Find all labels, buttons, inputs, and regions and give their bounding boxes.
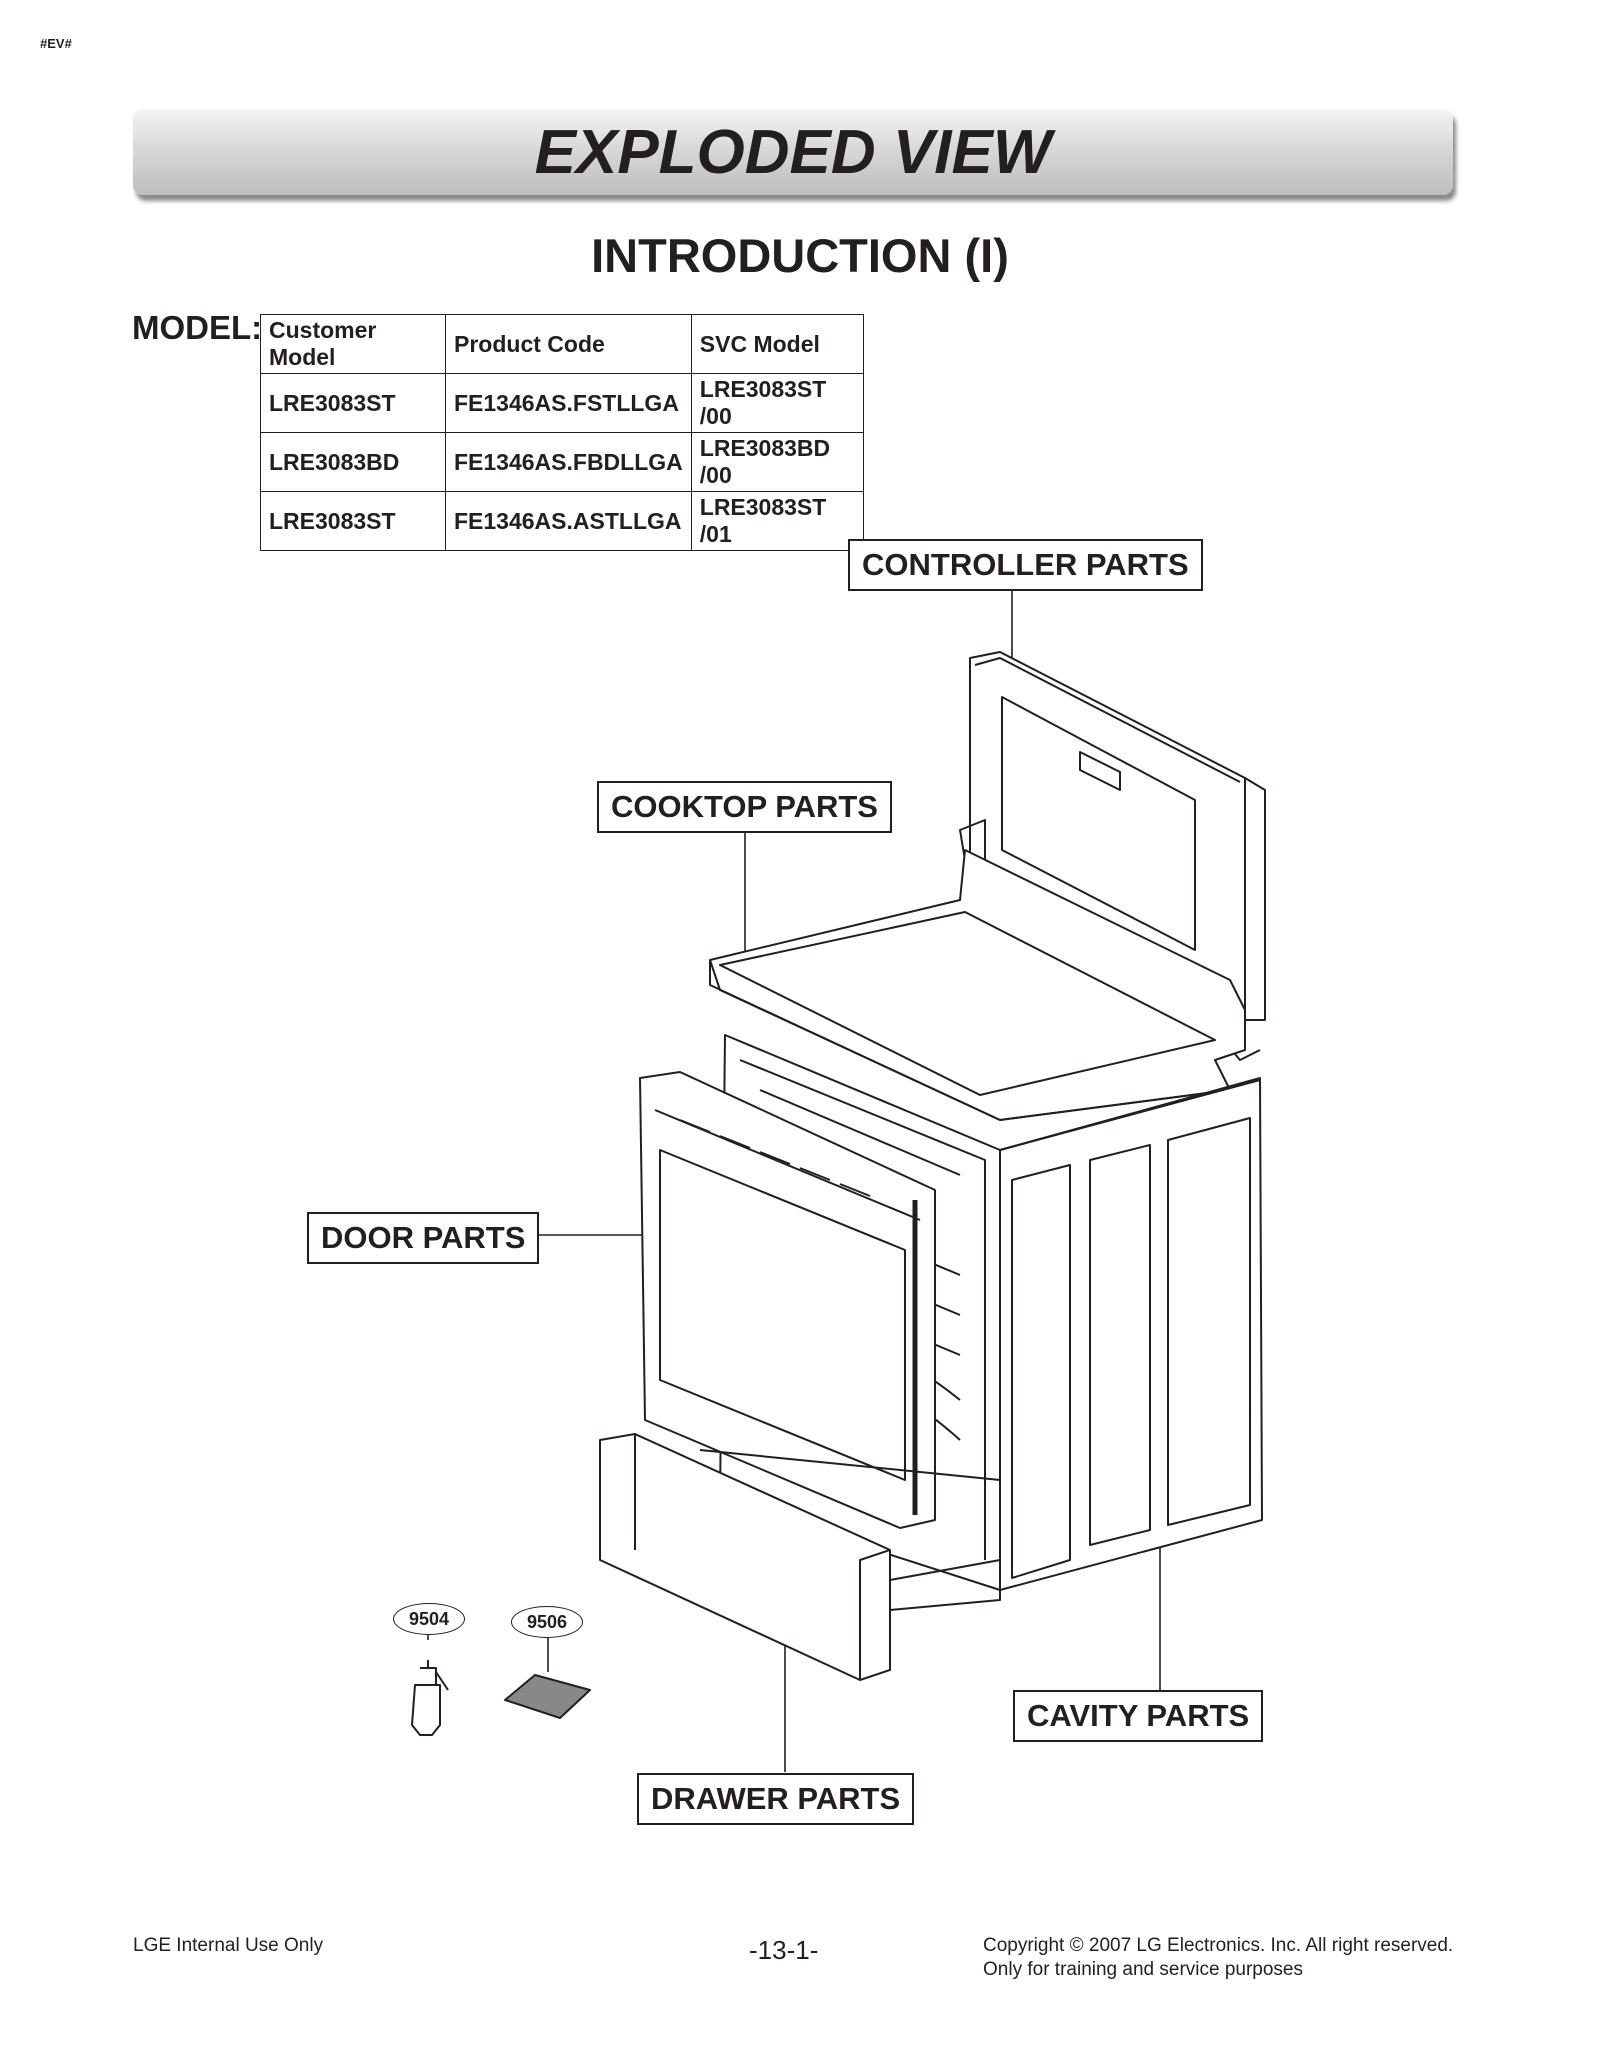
table-cell: LRE3083BD <box>260 432 446 492</box>
callout-cooktop-parts: COOKTOP PARTS <box>597 781 892 833</box>
table-cell: LRE3083ST /01 <box>690 491 864 551</box>
footer-copyright-line1: Copyright © 2007 LG Electronics. Inc. Al… <box>983 1935 1454 1956</box>
oven-door <box>639 1071 936 1529</box>
model-label: MODEL: <box>132 309 263 346</box>
cooktop <box>709 849 1246 1121</box>
scraper-pad-part <box>504 1674 591 1719</box>
corner-tag: #EV# <box>40 36 72 51</box>
callout-door-parts: DOOR PARTS <box>307 1212 540 1264</box>
section-banner: EXPLODED VIEW <box>133 109 1453 195</box>
column-header: SVC Model <box>690 314 864 374</box>
table-cell: FE1346AS.ASTLLGA <box>445 491 692 551</box>
spray-bottle-part <box>411 1660 449 1736</box>
model-table-header: Customer Model Product Code SVC Model <box>260 314 864 374</box>
table-cell: LRE3083ST /00 <box>690 373 864 433</box>
column-header: Customer Model <box>260 314 446 374</box>
model-table: Customer Model Product Code SVC Model LR… <box>260 314 864 551</box>
footer-copyright-line2: Only for training and service purposes <box>983 1959 1303 1980</box>
table-row: LRE3083BD FE1346AS.FBDLLGA LRE3083BD /00 <box>260 432 864 492</box>
callout-cavity-parts: CAVITY PARTS <box>1013 1690 1264 1742</box>
banner-title: EXPLODED VIEW <box>534 117 1052 187</box>
part-number-badge-9506: 9506 <box>511 1606 583 1638</box>
footer-internal-use: LGE Internal Use Only <box>133 1935 324 1956</box>
column-header: Product Code <box>445 314 692 374</box>
storage-drawer <box>599 1433 1001 1681</box>
part-number-badge-9504: 9504 <box>393 1603 465 1635</box>
callout-controller-parts: CONTROLLER PARTS <box>848 539 1203 591</box>
page-subtitle: INTRODUCTION (I) <box>591 229 1009 282</box>
table-cell: LRE3083ST <box>260 373 446 433</box>
callout-drawer-parts: DRAWER PARTS <box>637 1773 915 1825</box>
page-number: -13-1- <box>749 1935 819 1965</box>
table-cell: LRE3083ST <box>260 491 446 551</box>
table-row: LRE3083ST FE1346AS.ASTLLGA LRE3083ST /01 <box>260 491 864 551</box>
table-cell: LRE3083BD /00 <box>690 432 864 492</box>
table-cell: FE1346AS.FBDLLGA <box>445 432 692 492</box>
